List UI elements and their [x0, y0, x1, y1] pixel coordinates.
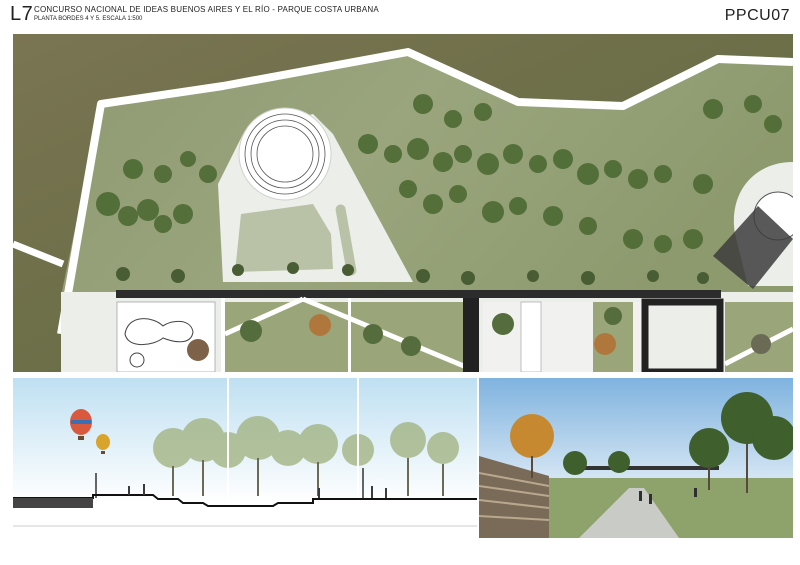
section-people — [128, 484, 387, 498]
hot-air-balloon — [96, 434, 110, 454]
section-ground-band — [13, 503, 477, 538]
divider — [348, 298, 351, 372]
pavilion-ring-mid — [250, 119, 320, 189]
tree-row — [116, 262, 709, 285]
park-section — [13, 378, 477, 538]
coastline-edge — [57, 48, 794, 335]
black-column — [463, 298, 479, 372]
render-steps — [478, 472, 550, 521]
divider — [221, 298, 225, 372]
diagonal-path-b — [302, 296, 472, 372]
light-poles — [95, 468, 364, 498]
section-dividers — [227, 378, 359, 503]
render-walkway — [579, 488, 679, 538]
diagonal-path-a — [223, 296, 305, 337]
right-pavilion-shadow — [713, 206, 793, 289]
sheet-subtitle: PLANTA BORDES 4 Y 5. ESCALA 1:500 — [34, 16, 143, 22]
pavilion-ring-outer — [244, 113, 326, 195]
tree-trunks — [172, 458, 444, 496]
section-ground-line — [13, 494, 477, 507]
playground — [116, 301, 216, 373]
playground-ring — [129, 352, 145, 368]
render-trunks — [531, 443, 748, 493]
entry-id: PPCU07 — [724, 7, 790, 24]
sheet-code: L7 — [10, 3, 34, 25]
playground-pool — [124, 318, 194, 346]
hot-air-balloon — [70, 409, 92, 440]
edge-wall — [116, 290, 721, 298]
render-canopy — [579, 466, 719, 470]
stair-block — [520, 301, 542, 373]
render-people — [639, 488, 697, 504]
sheet-title: CONCURSO NACIONAL DE IDEAS BUENOS AIRES … — [34, 5, 379, 14]
coastline-left — [11, 240, 65, 268]
sheet-header: L7 CONCURSO NACIONAL DE IDEAS BUENOS AIR… — [0, 0, 800, 32]
plaza-lawn — [235, 204, 333, 272]
pavilion-ring-inner — [256, 125, 314, 183]
perspective-drawing — [478, 378, 796, 538]
plaza-strip — [335, 204, 357, 276]
site-plan — [11, 34, 800, 376]
render-trees — [510, 392, 796, 475]
section-drawing — [13, 378, 477, 538]
section-cut — [13, 498, 93, 508]
site-plan-drawing — [11, 34, 800, 376]
tree-belt — [96, 94, 782, 253]
perspective-view — [478, 378, 796, 538]
lower-trees — [187, 307, 771, 361]
